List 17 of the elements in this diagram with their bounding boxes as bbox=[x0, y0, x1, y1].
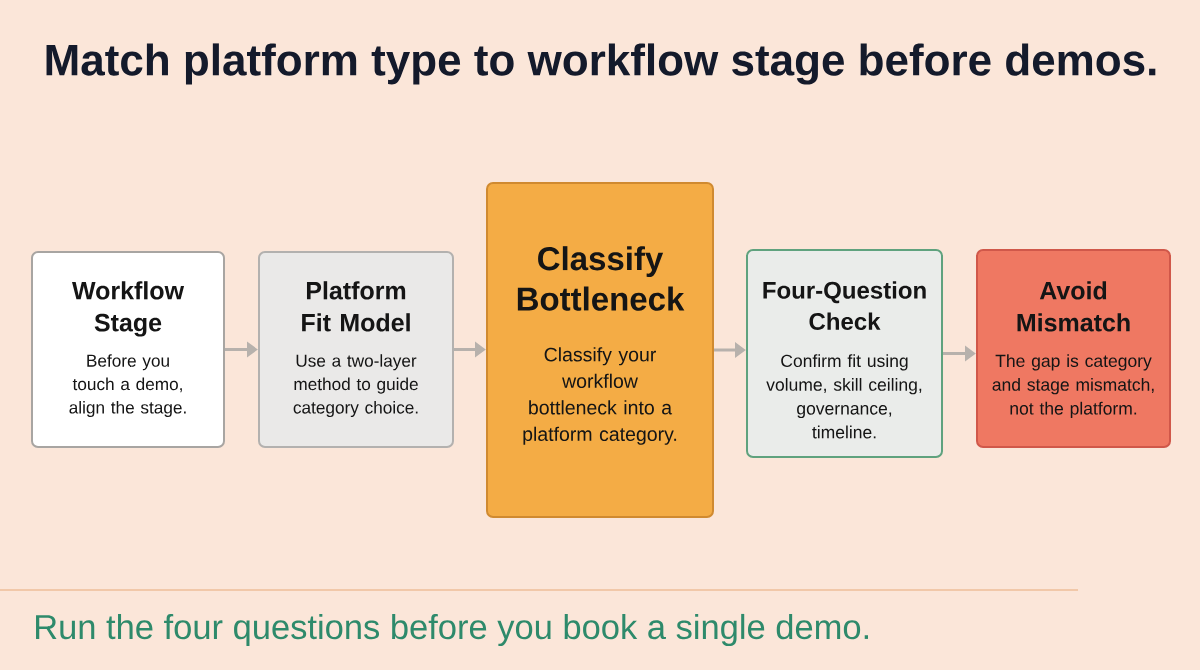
step-description: Use a two-layer method to guide category choice. bbox=[293, 354, 418, 418]
step-title: Four-Question Check bbox=[763, 281, 926, 330]
process-box bbox=[486, 182, 714, 518]
step-description: The gap is category and stage mismatch, not the platform. bbox=[992, 354, 1154, 419]
step-description: Classify your workflow bottleneck into a platform category. bbox=[523, 347, 677, 445]
process-box bbox=[258, 251, 454, 448]
step-title: Platform Fit Model bbox=[302, 281, 410, 332]
step-title: Classify Bottleneck bbox=[517, 246, 685, 311]
step-title: Workflow Stage bbox=[72, 281, 185, 337]
process-box bbox=[976, 249, 1171, 448]
process-box bbox=[31, 251, 225, 448]
step-description: Before you touch a demo, align the stage. bbox=[69, 354, 186, 417]
caption: Run the four questions before you book a single demo. bbox=[36, 613, 868, 647]
process-box bbox=[746, 249, 943, 458]
title: Match platform type to workflow stage before demos. bbox=[46, 43, 1156, 85]
step-description: Confirm fit using volume, skill ceiling, governance, timeline. bbox=[766, 354, 922, 439]
step-title: Avoid Mismatch bbox=[1017, 281, 1130, 332]
